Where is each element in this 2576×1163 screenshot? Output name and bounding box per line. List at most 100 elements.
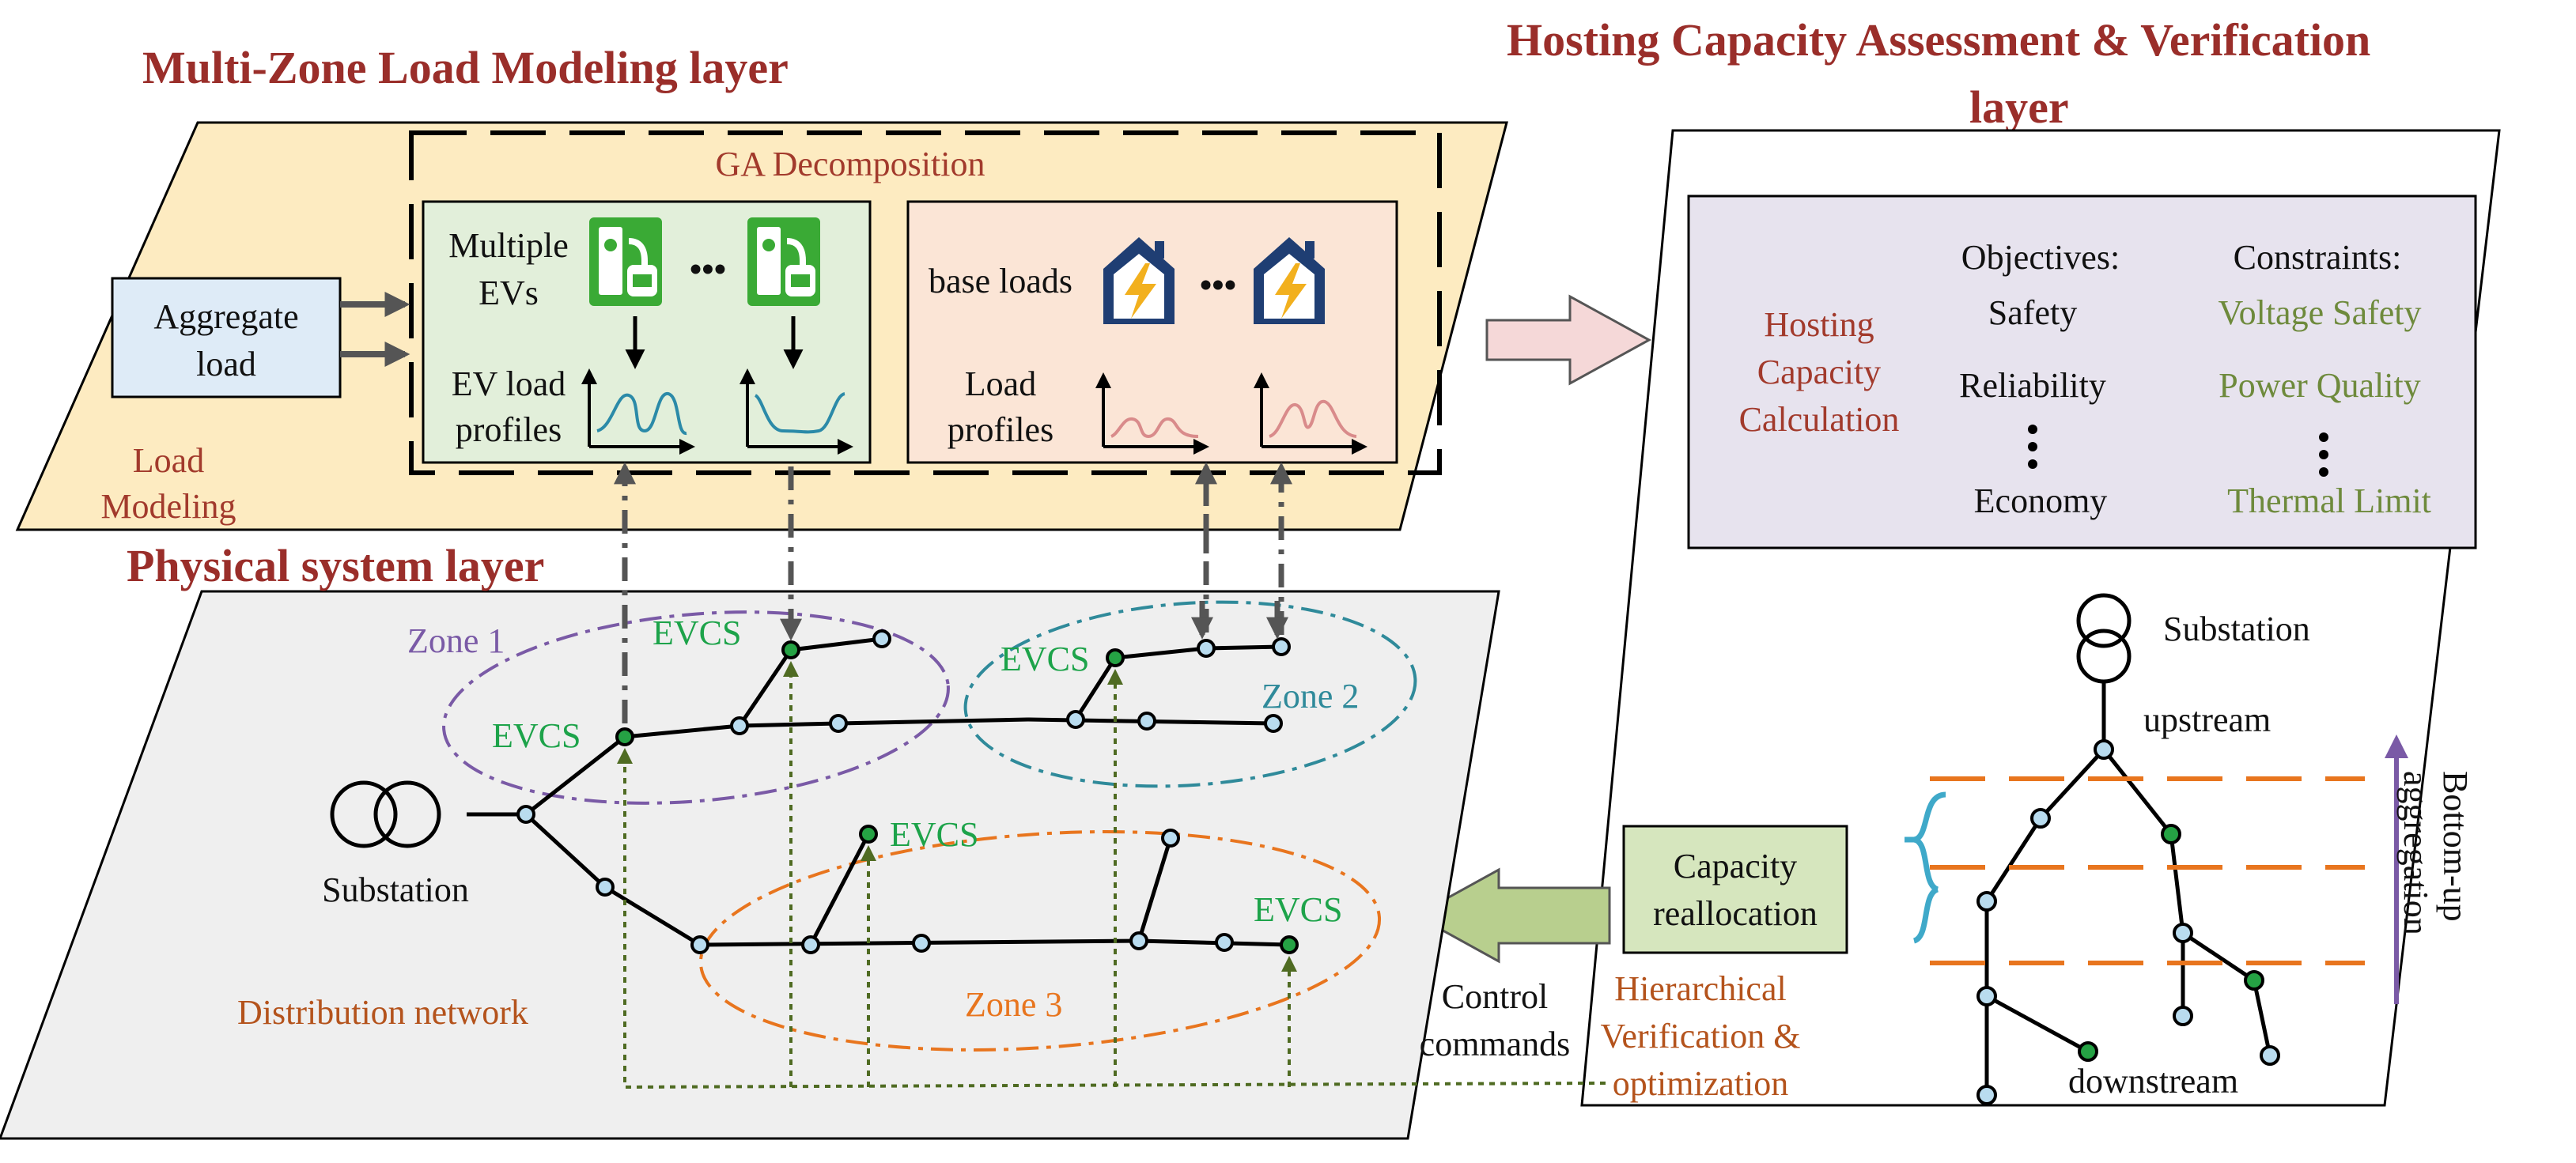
load-profile-chart <box>1254 372 1367 455</box>
bottom-up-label-1: Bottom-up <box>2436 771 2475 922</box>
hosting-layer-title-line1: Hosting Capacity Assessment & Verificati… <box>1507 14 2370 66</box>
multiple-evs-label-1: Multiple <box>448 226 569 265</box>
tree-node <box>1976 986 1997 1006</box>
network-node <box>1264 714 1283 733</box>
network-node-evcs <box>781 640 800 659</box>
evcs-label: EVCS <box>492 716 581 755</box>
hosting-layer-title-line2: layer <box>1969 81 2069 133</box>
capacity-reallocation-box <box>1622 825 1848 954</box>
aggregate-load-box <box>111 277 342 398</box>
ga-decomposition-frame <box>409 130 1442 475</box>
load-modeling-label-2: Modeling <box>100 487 236 526</box>
bottom-up-label-2: aggregation <box>2396 771 2435 935</box>
tree-node <box>2260 1045 2280 1066</box>
hosting-calculation-box <box>1687 194 2477 549</box>
tree-node <box>2094 739 2114 760</box>
vertical-ellipsis <box>2028 425 2037 469</box>
network-node <box>872 629 891 648</box>
constraint-item: Power Quality <box>2219 366 2420 405</box>
evcs-label: EVCS <box>890 815 978 854</box>
aggregation-levels <box>1930 776 2365 965</box>
evcs-label: EVCS <box>653 614 741 652</box>
to-physical-arrow <box>1413 867 1611 964</box>
control-command-lines <box>617 661 1606 1089</box>
load-modeling-label-1: Load <box>133 441 204 480</box>
hosting-calc-label-2: Capacity <box>1757 353 1881 391</box>
capacity-label-2: reallocation <box>1653 894 1818 933</box>
network-node-evcs <box>859 825 878 844</box>
tree-node-evcs <box>2244 970 2264 991</box>
feeder-tree <box>1984 682 2272 1095</box>
tree-node <box>2173 923 2193 943</box>
ev-profile-chart <box>740 368 853 455</box>
load-profiles-label-1: Load <box>965 364 1036 403</box>
base-load-ellipsis: ••• <box>1200 266 1236 304</box>
layer-connectors <box>614 462 1292 723</box>
distribution-network-label: Distribution network <box>237 993 528 1032</box>
network-node <box>1197 639 1216 658</box>
network-node-evcs <box>1280 935 1299 954</box>
hosting-calc-label-3: Calculation <box>1739 400 1900 439</box>
tree-substation-label: Substation <box>2163 610 2310 648</box>
tree-node <box>2030 808 2051 829</box>
hosting-calc-label-1: Hosting <box>1764 305 1874 344</box>
network-node <box>829 714 848 733</box>
zone-1-outline <box>442 610 950 805</box>
zone-1-label: Zone 1 <box>407 621 505 660</box>
ev-profiles-label-2: profiles <box>456 410 562 449</box>
network-node <box>1129 931 1148 950</box>
evcs-label: EVCS <box>1001 640 1089 678</box>
tree-node <box>1976 891 1997 912</box>
evcs-label: EVCS <box>1254 890 1342 929</box>
constraint-item: Voltage Safety <box>2218 293 2421 332</box>
objective-item: Reliability <box>1959 366 2106 405</box>
objectives-title: Objectives: <box>1961 238 2120 277</box>
substation-label: Substation <box>322 870 469 909</box>
control-commands-label-1: Control <box>1442 977 1548 1016</box>
load-profiles-label-2: profiles <box>948 410 1053 449</box>
network-node <box>1137 712 1156 731</box>
level-brace <box>1905 791 1946 944</box>
hierarchical-label-1: Hierarchical <box>1614 969 1786 1008</box>
network-node <box>1272 637 1291 656</box>
load-profile-chart <box>1095 372 1209 455</box>
control-commands-label-2: commands <box>1420 1025 1571 1063</box>
ev-ellipsis: ••• <box>690 250 726 289</box>
network-node-evcs <box>615 727 634 746</box>
upstream-label: upstream <box>2143 700 2271 739</box>
objective-item: Safety <box>1988 293 2077 332</box>
tree-node-evcs <box>2161 824 2181 844</box>
network-node <box>730 716 749 735</box>
base-loads-label: base loads <box>929 262 1072 300</box>
ev-charger-icon <box>589 217 662 306</box>
zone-3-label: Zone 3 <box>965 985 1062 1024</box>
network-node <box>596 878 615 897</box>
ev-profiles-label-1: EV load <box>452 364 566 403</box>
hierarchical-label-2: Verification & <box>1601 1017 1801 1055</box>
capacity-label-1: Capacity <box>1674 847 1797 885</box>
constraint-item: Thermal Limit <box>2227 481 2431 520</box>
tree-node <box>2173 1006 2193 1026</box>
constraints-title: Constraints: <box>2234 238 2402 277</box>
network-node <box>690 935 709 954</box>
downstream-label: downstream <box>2068 1062 2238 1101</box>
ev-charger-icon <box>747 217 820 306</box>
tree-node <box>1976 1085 1997 1105</box>
network-node <box>1215 933 1234 952</box>
zone-3-outline <box>698 830 1382 1052</box>
network-node <box>801 935 820 954</box>
objective-item: Economy <box>1974 481 2108 520</box>
network-node <box>912 934 931 953</box>
hierarchical-label-3: optimization <box>1613 1064 1788 1103</box>
multiple-evs-label-2: EVs <box>479 274 539 312</box>
aggregate-load-label-1: Aggregate <box>153 297 298 336</box>
physical-layer-title: Physical system layer <box>127 540 544 591</box>
house-energy-icon <box>1103 237 1175 324</box>
network-node-evcs <box>1106 648 1125 667</box>
vertical-ellipsis <box>2319 432 2328 477</box>
network-node <box>1161 829 1180 848</box>
zone-2-label: Zone 2 <box>1262 677 1359 716</box>
transformer-icon <box>330 780 441 848</box>
aggregate-load-label-2: load <box>196 345 256 383</box>
